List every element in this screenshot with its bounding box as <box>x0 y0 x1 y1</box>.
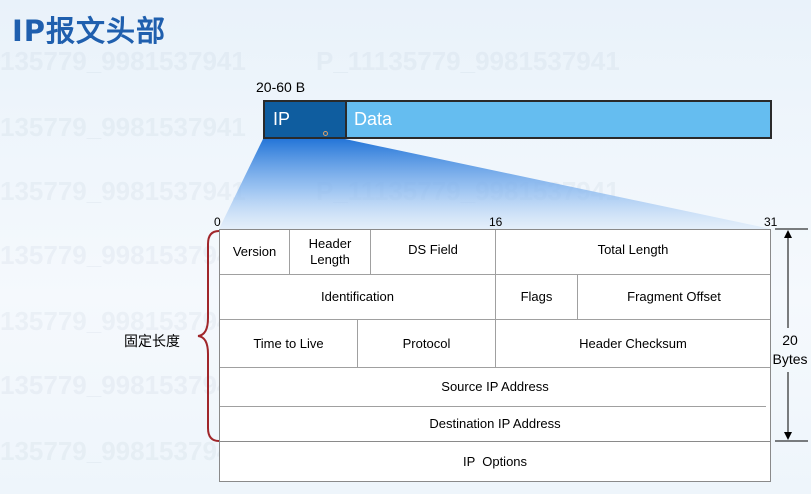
data-segment: Data <box>347 102 770 137</box>
bit-label-31: 31 <box>764 215 778 229</box>
ip-header-table: Version Header Length DS Field Total Len… <box>219 229 771 442</box>
watermark: 135779_9981537941 <box>0 176 246 206</box>
ip-segment-label: IP <box>273 109 291 129</box>
field-time-to-live: Time to Live <box>253 335 324 351</box>
field-fragment-offset: Fragment Offset <box>627 289 721 304</box>
field-header-checksum: Header Checksum <box>579 335 687 351</box>
watermark: 135779_9981537941 <box>0 112 246 142</box>
field-ds-field: DS Field <box>408 242 458 257</box>
fixed-length-label: 固定长度 <box>124 334 180 350</box>
bytes-label: 20 Bytes <box>769 331 811 369</box>
field-version: Version <box>232 244 277 259</box>
field-source-ip: Source IP Address <box>441 379 549 394</box>
watermark: 135779_9981537941 <box>0 370 246 400</box>
bytes-count: 20 <box>782 332 798 348</box>
field-ip-options: IP Options <box>462 454 528 469</box>
marker-dot-icon <box>323 131 328 136</box>
field-total-length: Total Length <box>597 242 669 257</box>
ip-options-row: IP Options <box>219 442 771 482</box>
watermark: 135779_9981537941 <box>0 240 246 270</box>
watermark: 135779_9981537941 <box>0 46 246 76</box>
field-header-length: Header Length <box>308 236 352 267</box>
field-destination-ip: Destination IP Address <box>429 416 561 431</box>
page-title: IP报文头部 <box>12 14 167 48</box>
watermark: 135779_9981537941 <box>0 436 246 466</box>
bit-label-0: 0 <box>214 215 221 229</box>
field-protocol: Protocol <box>402 335 451 351</box>
bytes-unit: Bytes <box>772 351 808 367</box>
packet-bar: IP Data <box>263 100 772 139</box>
ip-segment: IP <box>265 102 347 137</box>
field-flags: Flags <box>520 289 553 304</box>
field-identification: Identification <box>321 289 394 304</box>
bit-label-16: 16 <box>489 215 503 229</box>
watermark: P_11135779_9981537941 <box>316 46 620 76</box>
data-segment-label: Data <box>354 109 393 129</box>
header-size-label: 20-60 B <box>256 79 306 95</box>
